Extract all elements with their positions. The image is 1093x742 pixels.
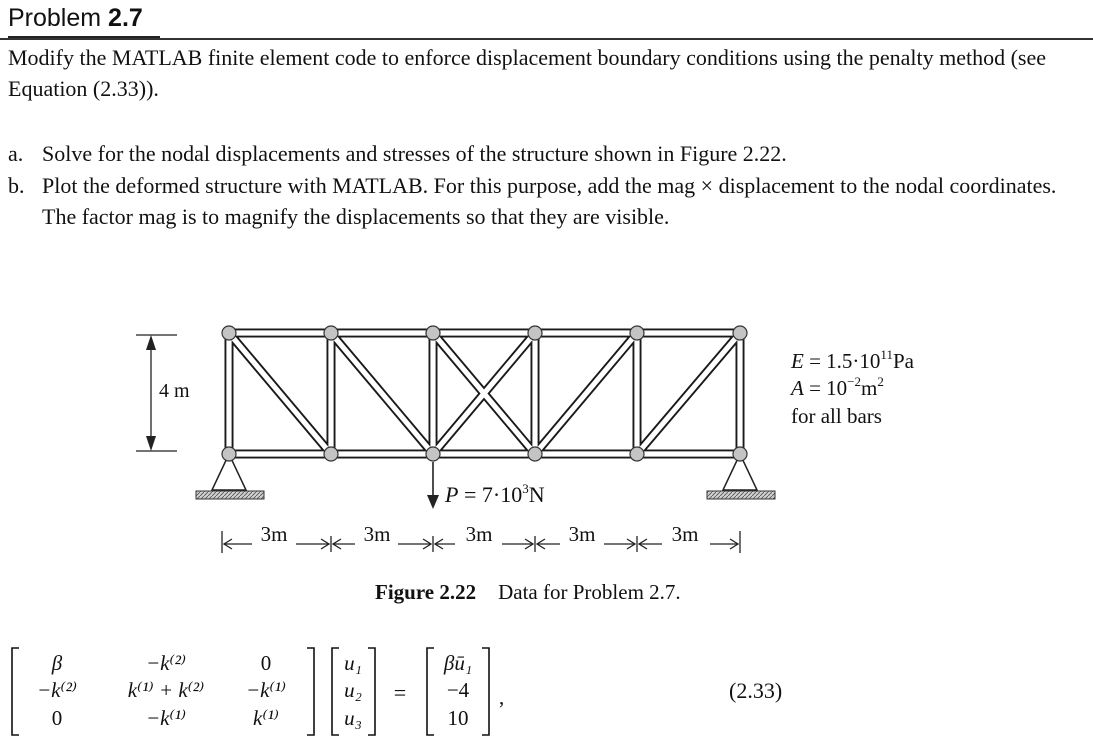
span-dimension: 3m 3m 3m 3m 3m — [221, 522, 741, 553]
vector-cell: 10 — [448, 706, 469, 730]
problem-intro: Modify the MATLAB finite element code to… — [8, 45, 1047, 101]
load-label: P = 7·103N — [444, 481, 545, 507]
equation-2-33: β −k⁽²⁾ 0 −k⁽²⁾ k⁽¹⁾ + k⁽²⁾ −k⁽¹⁾ 0 −k⁽¹… — [11, 647, 782, 736]
matrix-cell: −k⁽¹⁾ — [246, 678, 286, 702]
span-label-2: 3m — [364, 522, 391, 546]
vector-cell: −4 — [447, 678, 470, 702]
matrix-cell: k⁽¹⁾ — [253, 706, 279, 730]
rhs-vector: βū₁ −4 10 — [443, 651, 472, 730]
heading-rule — [0, 38, 1093, 40]
vector-cell: βū₁ — [443, 651, 472, 675]
span-label-4: 3m — [569, 522, 596, 546]
span-label-1: 3m — [261, 522, 288, 546]
list-text: Plot the deformed structure with MATLAB.… — [42, 173, 1057, 229]
load-arrow — [427, 462, 439, 509]
vector-cell: u₃ — [344, 706, 362, 730]
list-label: b. — [8, 173, 25, 198]
truss-joints — [221, 325, 748, 462]
height-dimension: 4 m — [136, 334, 190, 452]
matrix-cell: −k⁽¹⁾ — [146, 706, 186, 730]
equation-number: (2.33) — [729, 678, 782, 703]
matrix-brackets — [11, 647, 490, 736]
vector-cell: u₁ — [344, 651, 362, 675]
matrix-cell: 0 — [261, 651, 272, 675]
span-label-3: 3m — [466, 522, 493, 546]
matrix-cell: −k⁽²⁾ — [146, 651, 186, 675]
list-text: Solve for the nodal displacements and st… — [42, 141, 787, 166]
problem-number: 2.7 — [108, 4, 143, 32]
left-support — [195, 452, 265, 500]
matrix-cell: k⁽¹⁾ + k⁽²⁾ — [128, 678, 205, 702]
list-label: a. — [8, 141, 24, 166]
truss-figure: 4 m — [136, 325, 915, 604]
problem-word: Problem — [8, 4, 102, 32]
problem-heading: Problem 2.7 — [8, 4, 160, 38]
matrix-cell: β — [51, 651, 63, 675]
bars-note: for all bars — [791, 404, 882, 428]
matrix-cell: −k⁽²⁾ — [37, 678, 77, 702]
span-label-5: 3m — [672, 522, 699, 546]
stiffness-matrix: β −k⁽²⁾ 0 −k⁽²⁾ k⁽¹⁾ + k⁽²⁾ −k⁽¹⁾ 0 −k⁽¹… — [37, 651, 286, 730]
truss-members-inner — [226, 330, 743, 457]
unknowns-vector: u₁ u₂ u₃ — [344, 651, 362, 730]
vector-cell: u₂ — [344, 678, 362, 702]
height-label: 4 m — [159, 380, 190, 402]
area-label: A = 10−2m2 — [789, 374, 884, 400]
equals-sign: = — [394, 680, 406, 705]
right-support — [706, 452, 776, 500]
matrix-cell: 0 — [52, 706, 63, 730]
modulus-label: E = 1.5·1011Pa — [790, 347, 915, 373]
equation-comma: , — [499, 685, 504, 709]
